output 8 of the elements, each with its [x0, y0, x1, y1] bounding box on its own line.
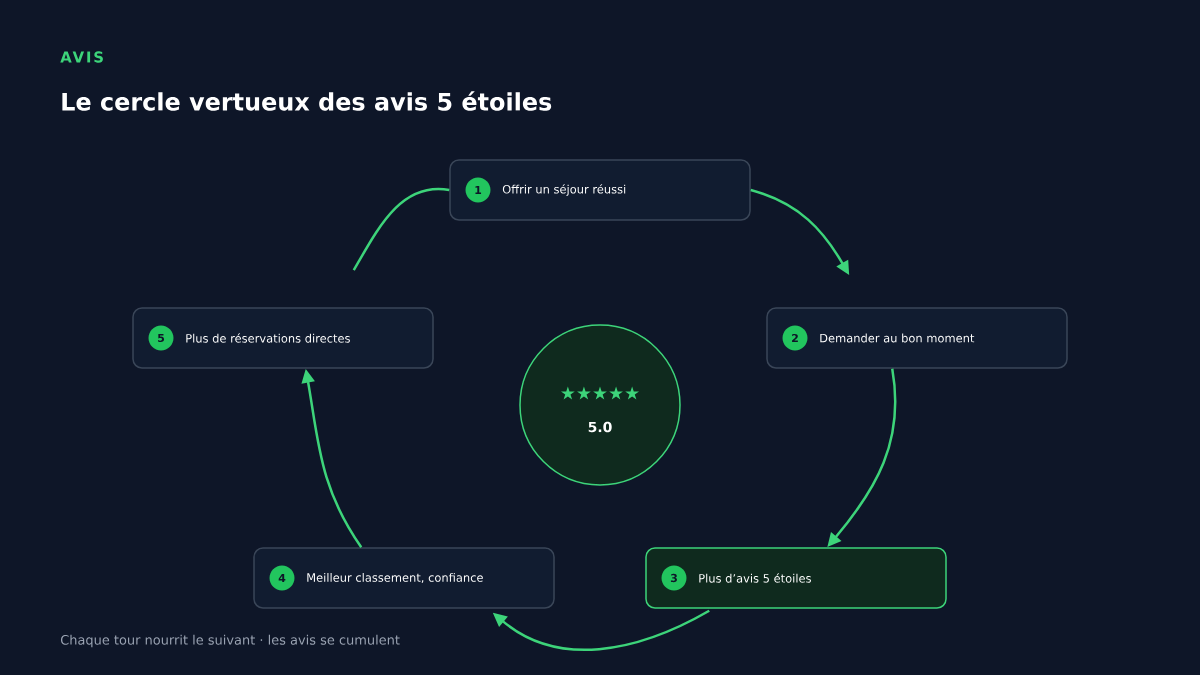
step-box: 5 Plus de réservations directes: [132, 307, 434, 369]
caption: Chaque tour nourrit le suivant · les avis se cumulent: [60, 634, 400, 648]
step-box: 3 Plus d’avis 5 étoiles: [645, 547, 947, 609]
step-box: 1 Offrir un séjour réussi: [449, 159, 751, 221]
step-box: 2 Demander au bon moment: [766, 307, 1068, 369]
kicker: AVIS: [60, 51, 103, 63]
step-box: 4 Meilleur classement, confiance: [253, 547, 555, 609]
title: Le cercle vertueux des avis 5 étoiles: [62, 91, 552, 111]
